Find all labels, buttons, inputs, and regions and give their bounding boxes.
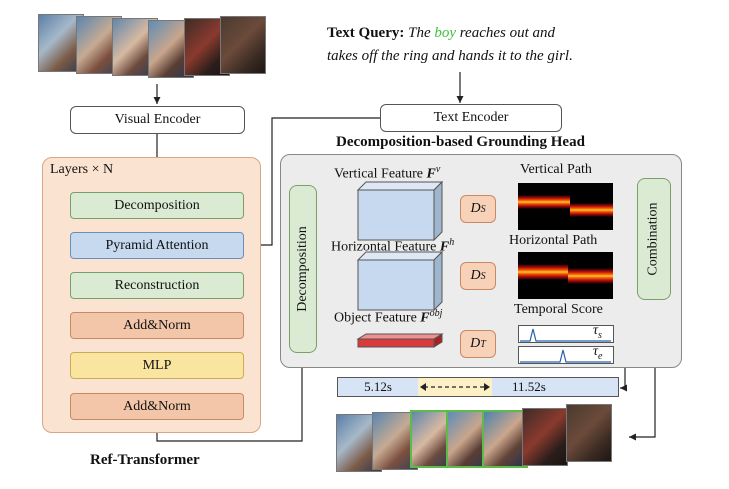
dt-sub: T [480,338,486,350]
timeline-span [418,378,492,396]
object-feature-label: Object Feature Fobj [334,306,442,327]
tau-e-sub: e [598,350,603,362]
layer-addnorm-2: Add&Norm [70,393,244,420]
vertical-feature-label: Vertical Feature Fv [334,162,440,183]
object-feature-bar [356,333,444,348]
heat-band [570,203,613,217]
head-decomposition: Decomposition [289,185,317,353]
vertical-path-label: Vertical Path [520,162,592,177]
vertical-path-heatmap [518,183,613,230]
output-frame [522,408,568,466]
heat-band [518,264,568,280]
feature-cubes [356,180,444,348]
horizontal-path-label: Horizontal Path [509,233,598,248]
tau-s: τ [593,323,599,338]
horizontal-feature-sym: F [439,239,450,255]
output-frame [566,404,612,462]
timeline-before: 5.12s [338,378,418,396]
heat-band [568,268,613,284]
layer-decomposition: Decomposition [70,192,244,219]
tau-s-label: τs [593,323,602,341]
head-title: Decomposition-based Grounding Head [336,134,585,150]
text-query-line1: Text Query: The boy reaches out and [327,25,555,42]
ds-1: D [470,201,481,216]
vertical-feature-sym: F [426,166,436,182]
tau-e: τ [593,344,599,359]
timeline-after: 11.52s [492,378,618,396]
visual-encoder: Visual Encoder [70,106,245,134]
text-query-highlight: boy [434,25,457,41]
layer-mlp: MLP [70,352,244,379]
head-decomposition-label: Decomposition [295,226,311,312]
head-combination: Combination [637,178,671,300]
horizontal-feature-cube [356,250,444,312]
layers-title: Layers × N [50,162,114,177]
horizontal-feature-label: Horizontal Feature Fh [331,235,454,256]
timeline-span-arrow [420,383,490,391]
text-query-b: reaches out and [456,25,556,41]
timeline-start: 5.12s [364,379,392,394]
horizontal-feature-sup: h [449,237,455,248]
text-encoder: Text Encoder [380,104,562,132]
temporal-score-plots [518,325,614,364]
layer-addnorm-1: Add&Norm [70,312,244,339]
text-query-prefix: Text Query: [327,25,405,41]
text-query-a: The [408,25,435,41]
text-query-line2: takes off the ring and hands it to the g… [327,48,573,64]
tau-s-sub: s [598,329,602,341]
ds-2: D [470,268,481,283]
ds-1-sub: S [480,203,486,215]
timeline-end: 11.52s [512,379,546,394]
vertical-feature-sup: v [435,164,441,175]
object-feature-sup: obj [429,308,443,319]
timeline-bar: 5.12s 11.52s [337,377,619,397]
tau-e-label: τe [593,344,602,362]
layer-reconstruction: Reconstruction [70,272,244,299]
vertical-feature-cube [356,180,444,242]
layer-pyramid-attention: Pyramid Attention [70,232,244,259]
heat-band [518,195,570,209]
temporal-score-label: Temporal Score [514,302,603,317]
horizontal-path-heatmap [518,252,613,299]
ds-2-sub: S [480,270,486,282]
ref-transformer-label: Ref-Transformer [90,452,200,468]
object-feature-text: Object Feature [334,310,417,326]
dt: D [470,336,481,351]
horizontal-feature-text: Horizontal Feature [331,239,437,255]
head-combination-label: Combination [646,202,661,276]
object-feature-sym: F [420,310,430,326]
vertical-feature-text: Vertical Feature [334,166,424,182]
video-frame [220,16,266,74]
